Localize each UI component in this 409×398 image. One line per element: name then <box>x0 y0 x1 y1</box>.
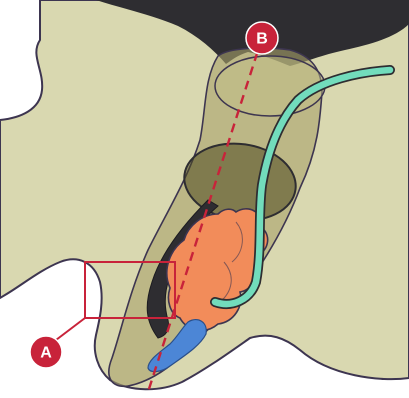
callout-a-marker: A <box>30 336 62 368</box>
sheath-top-ellipse <box>215 56 325 116</box>
callout-b-label: B <box>256 31 268 48</box>
callout-a-label: A <box>40 345 52 362</box>
callout-b-marker: B <box>246 22 278 54</box>
